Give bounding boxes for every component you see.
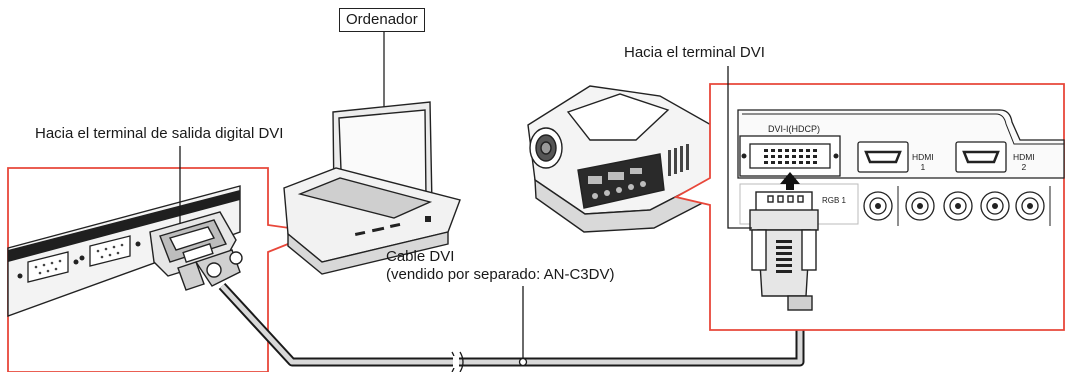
hdmi1-label-line1: HDMI xyxy=(912,152,934,162)
cable-label: Cable DVI (vendido por separado: AN-C3DV… xyxy=(386,248,614,284)
hdmi1-port-label: HDMI 1 xyxy=(912,152,934,172)
hdmi2-label-line1: HDMI xyxy=(1013,152,1035,162)
laptop-computer xyxy=(283,29,461,275)
projector-terminal-callout xyxy=(673,83,1065,331)
hdmi2-port-label: HDMI 2 xyxy=(1013,152,1035,172)
dvi-output-terminal-label: Hacia el terminal de salida digital DVI xyxy=(35,125,284,142)
cable-label-line1: Cable DVI xyxy=(386,248,455,265)
dvi-terminal-label: Hacia el terminal DVI xyxy=(624,44,765,61)
projector xyxy=(527,85,721,233)
computer-label: Ordenador xyxy=(339,8,425,32)
hdmi1-label-line2: 1 xyxy=(920,162,926,172)
hdmi2-label-line2: 2 xyxy=(1021,162,1027,172)
rgb1-port-label: RGB 1 xyxy=(822,196,847,205)
cable-label-line2: (vendido por separado: AN-C3DV) xyxy=(386,266,615,283)
computer-dvi-plug xyxy=(149,211,243,291)
dvi-terminal-leader xyxy=(727,66,752,229)
dvi-hdcp-port-label: DVI-I(HDCP) xyxy=(768,124,820,134)
projector-dvi-plug xyxy=(749,191,819,311)
